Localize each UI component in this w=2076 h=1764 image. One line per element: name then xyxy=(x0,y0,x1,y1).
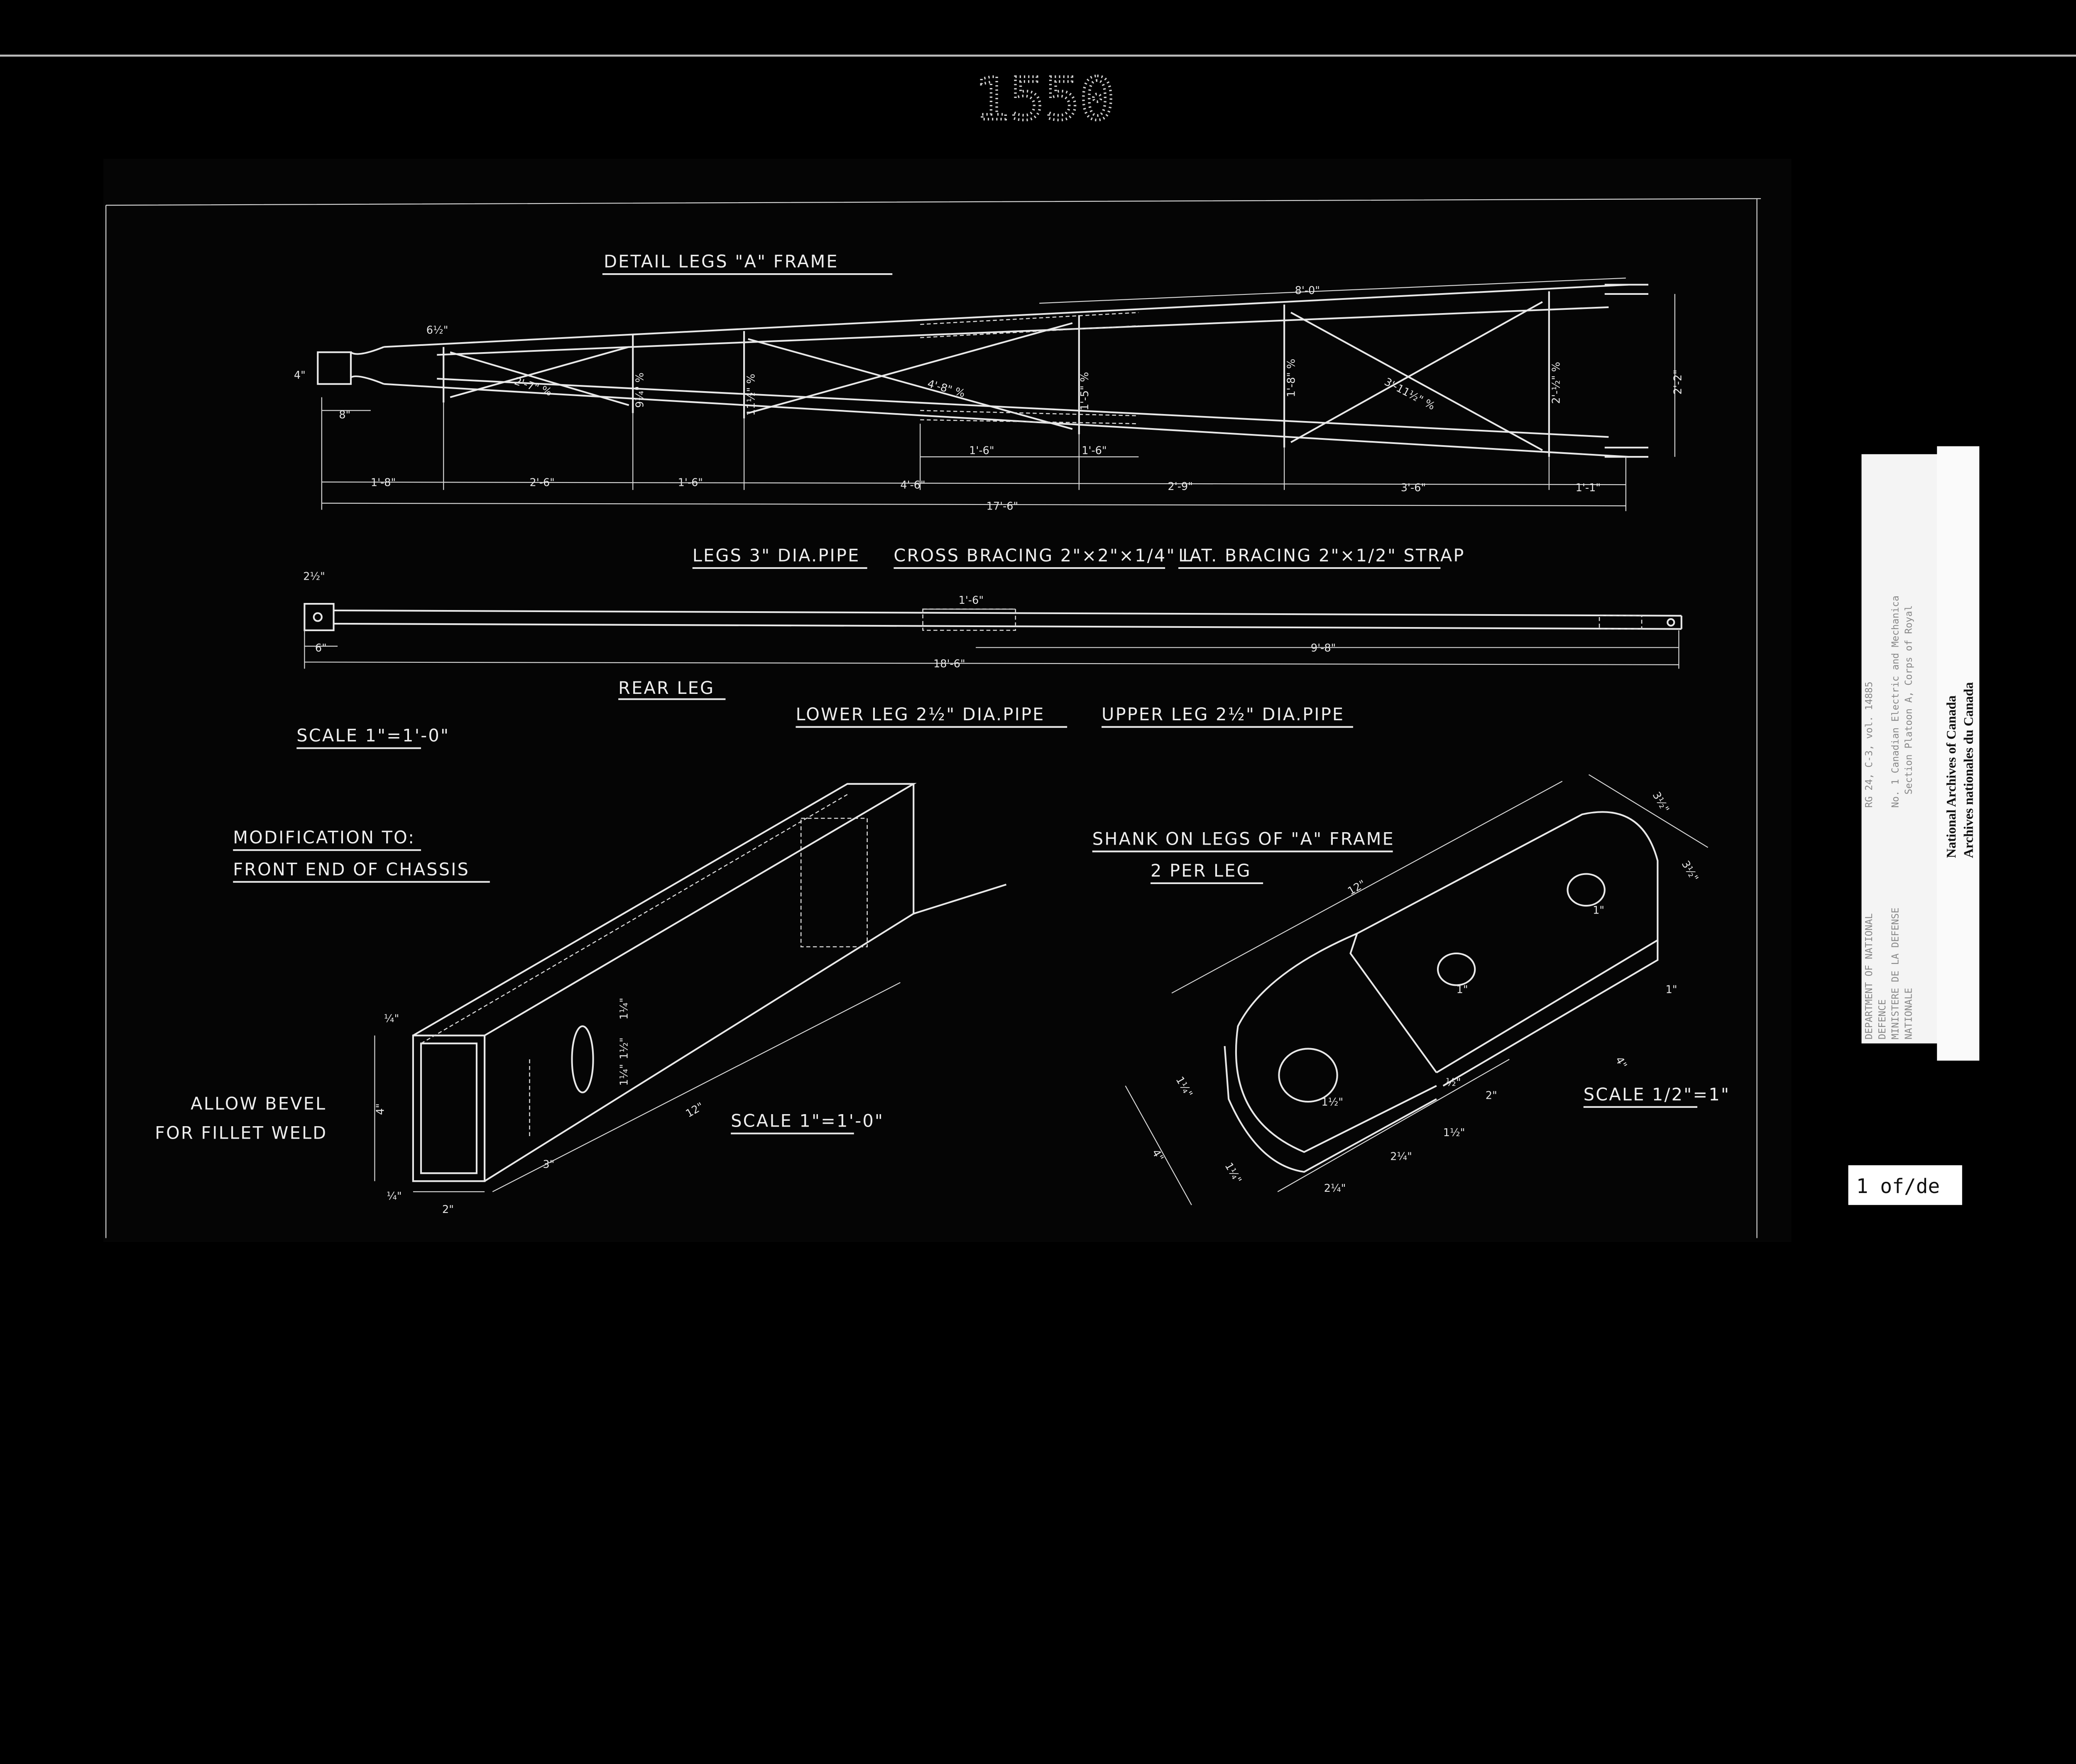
dim-overall-top: 8'-0" xyxy=(1295,284,1320,297)
chassis-scale: SCALE 1"=1'-0" xyxy=(731,1111,884,1131)
rear-leg-title: REAR LEG xyxy=(618,678,715,698)
shank-title-1: SHANK ON LEGS OF "A" FRAME xyxy=(1092,829,1395,849)
rear-leg-drawing: 2½" 1'-6" 6" 9'-8" 18'-6" REAR LEG LOWER… xyxy=(303,571,1682,728)
dim-eye-offset: 6½" xyxy=(426,324,448,337)
chassis-dim: 3" xyxy=(543,1158,554,1171)
dim-segment: 3'-6" xyxy=(1401,482,1426,494)
shank-dim: 1" xyxy=(1665,984,1677,996)
dim-height-right: 2'-2" xyxy=(1672,370,1684,394)
dim-splice-a: 1'-6" xyxy=(969,445,994,457)
dim-overall-bottom: 17'-6" xyxy=(987,500,1018,513)
cross-bracing-material: CROSS BRACING 2"×2"×1/4" L xyxy=(894,546,1193,566)
shank-dim: 2¼" xyxy=(1324,1182,1346,1195)
shank-scale: SCALE 1/2"=1" xyxy=(1584,1085,1730,1105)
blueprint-sheet: DETAIL LEGS "A" FRAME 8'-0" 6½" 4" 8" 1'… xyxy=(103,159,1792,1242)
chassis-dim: 1½" xyxy=(618,1037,630,1059)
label-ref: RG 24, C-3, vol. 14885 xyxy=(1864,681,1875,808)
shank-dim: 2¼" xyxy=(1390,1150,1412,1163)
shank-dim: ½" xyxy=(1446,1076,1461,1089)
dim-segment: 4'-6" xyxy=(900,479,925,492)
label-unit-2: Section Platoon A, Corps of Royal xyxy=(1904,605,1914,795)
shank-dim: 1½" xyxy=(1443,1127,1465,1139)
legs-material: LEGS 3" DIA.PIPE xyxy=(693,546,860,566)
page-indicator: 1 of/de xyxy=(1848,1165,1962,1205)
label-min-2: NATIONALE xyxy=(1904,988,1914,1039)
dim-segment: 1'-8" xyxy=(371,476,396,489)
chassis-note-1: ALLOW BEVEL xyxy=(191,1094,326,1114)
chassis-dim: ¼" xyxy=(387,1190,401,1203)
rear-leg-overall: 18'-6" xyxy=(933,658,965,670)
shank-dim: 1" xyxy=(1457,984,1468,996)
chassis-dim: 4" xyxy=(375,1103,387,1115)
member-label: 11½" % xyxy=(745,374,758,416)
nac-french: Archives nationales du Canada xyxy=(1961,682,1976,858)
shank-title-2: 2 PER LEG xyxy=(1151,861,1251,881)
member-label: 2'-½" % xyxy=(1550,362,1562,404)
materials-note: LEGS 3" DIA.PIPE CROSS BRACING 2"×2"×1/4… xyxy=(692,546,1465,569)
label-dept-2: DEFENCE xyxy=(1877,1000,1888,1040)
archive-reference-label: DEPARTMENT OF NATIONAL DEFENCE MINISTERE… xyxy=(1861,454,1939,1044)
rear-leg-splice: 1'-6" xyxy=(959,594,984,607)
shank-dim: 2" xyxy=(1486,1090,1497,1102)
frame-number: 1550 xyxy=(974,66,1115,133)
label-min-1: MINISTERE DE LA DEFENSE xyxy=(1890,908,1901,1040)
upper-leg-note: UPPER LEG 2½" DIA.PIPE xyxy=(1102,705,1344,725)
microfilm-frame: 1550 DETAIL LEGS "A" FRAME 8'-0" 6½" 4" … xyxy=(0,54,2076,1242)
label-dept-1: DEPARTMENT OF NATIONAL xyxy=(1864,913,1875,1039)
a-frame-truss: 8'-0" 6½" 4" 8" 1'-8" 2'-6" 1'-6" 4'-6" … xyxy=(294,277,1684,513)
scale-top: SCALE 1"=1'-0" xyxy=(296,726,450,746)
dim-segment: 2'-6" xyxy=(530,476,555,489)
member-label: 1'-5" % xyxy=(1079,372,1091,411)
page-indicator-text: 1 of/de xyxy=(1856,1175,1940,1198)
rear-leg-end-height: 2½" xyxy=(303,571,325,583)
chassis-dim: 1¼" xyxy=(618,998,630,1020)
lower-leg-note: LOWER LEG 2½" DIA.PIPE xyxy=(796,705,1045,725)
chassis-note-2: FOR FILLET WELD xyxy=(155,1123,327,1143)
dim-eye-height: 4" xyxy=(294,369,306,382)
dim-eye-length: 8" xyxy=(339,409,350,421)
label-unit-1: No. 1 Canadian Electric and Mechanica xyxy=(1890,595,1901,808)
dim-segment: 1'-6" xyxy=(678,476,703,489)
nac-english: National Archives of Canada xyxy=(1944,696,1958,858)
chassis-title-2: FRONT END OF CHASSIS xyxy=(233,860,470,880)
dim-segment: 1'-1" xyxy=(1576,482,1601,494)
lat-bracing-material: LAT. BRACING 2"×1/2" STRAP xyxy=(1178,546,1465,566)
chassis-dim: 1¼" xyxy=(618,1064,630,1086)
sheet-border xyxy=(105,198,1761,1238)
national-archives-stamp: National Archives of Canada Archives nat… xyxy=(1937,446,1980,1061)
dim-segment: 2'-9" xyxy=(1168,480,1192,493)
shank-drawing: SHANK ON LEGS OF "A" FRAME 2 PER LEG 12"… xyxy=(1092,774,1730,1205)
detail-title: DETAIL LEGS "A" FRAME xyxy=(604,252,839,272)
shank-dim: 1" xyxy=(1593,904,1604,916)
rear-leg-end-len: 6" xyxy=(315,642,327,654)
rear-leg-upper-len: 9'-8" xyxy=(1311,642,1336,654)
chassis-title-1: MODIFICATION TO: xyxy=(233,828,415,848)
member-label: 9¼" % xyxy=(634,372,646,408)
shank-dim: 1½" xyxy=(1321,1096,1343,1109)
chassis-dim: ¼" xyxy=(384,1013,399,1025)
member-label: 1'-8" % xyxy=(1285,359,1298,397)
chassis-dim: 2" xyxy=(442,1203,454,1216)
dim-splice-b: 1'-6" xyxy=(1082,445,1107,457)
